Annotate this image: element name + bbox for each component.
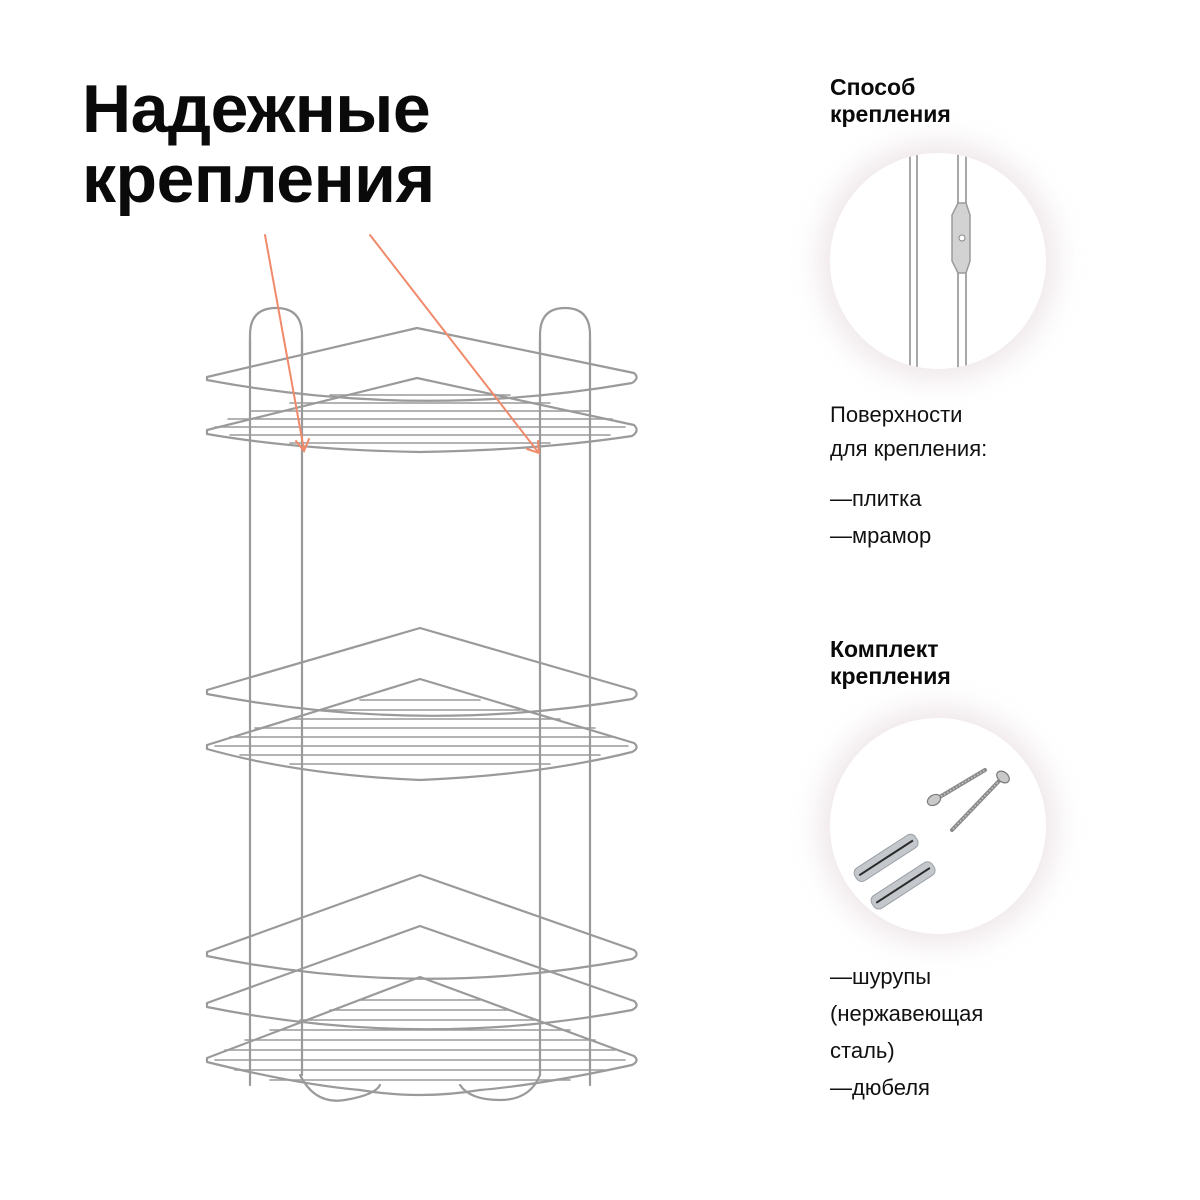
mounting-method-title: Способ крепления [830,74,951,127]
headline-line-1: Надежные [82,71,431,147]
kit-item: —шурупы [830,964,932,989]
mounting-bracket-image [830,153,1046,369]
mounting-method-section: Способ крепления [830,74,1130,128]
tier3-rail-top [205,873,638,980]
headline: Надежные крепления [82,74,435,214]
hook-left [248,306,304,362]
callout-arrowhead-left [295,438,310,453]
tier3-base [205,975,638,1097]
tier2-rail [205,626,638,717]
corner-shelf-illustration [205,234,638,1102]
tier2-base [205,677,638,782]
surfaces-list: —плитка —мрамор [830,480,1130,554]
bracket-closeup-icon [909,153,971,369]
kit-item: сталь) [830,1038,895,1063]
foot-left [298,1073,382,1102]
mounting-kit-section: Комплект крепления [830,636,1130,690]
surfaces-label: Поверхности для крепления: [830,402,988,461]
surfaces-section: Поверхности для крепления: —плитка —мрам… [830,398,1130,554]
tier1-rail [205,326,638,402]
mounting-kit-image [830,718,1046,934]
callout-arrow-left [264,234,305,451]
mounting-kit-contents: —шурупы (нержавеющая сталь) —дюбеля [830,958,1130,1106]
hook-right [538,306,592,362]
kit-items-list: —шурупы (нержавеющая сталь) —дюбеля [830,958,1130,1106]
screws-dowels-icon [853,768,1010,910]
surface-item: —мрамор [830,523,932,548]
callout-arrowhead-right [526,440,541,455]
tier3-rail-mid [205,924,638,1031]
tier1-base [205,376,638,454]
kit-item: —дюбеля [830,1075,930,1100]
headline-line-2: крепления [82,141,435,217]
mounting-kit-title: Комплект крепления [830,636,951,689]
kit-item: (нержавеющая [830,1001,984,1026]
surface-item: —плитка [830,486,922,511]
foot-right [458,1073,542,1102]
callout-arrow-right [369,234,539,453]
